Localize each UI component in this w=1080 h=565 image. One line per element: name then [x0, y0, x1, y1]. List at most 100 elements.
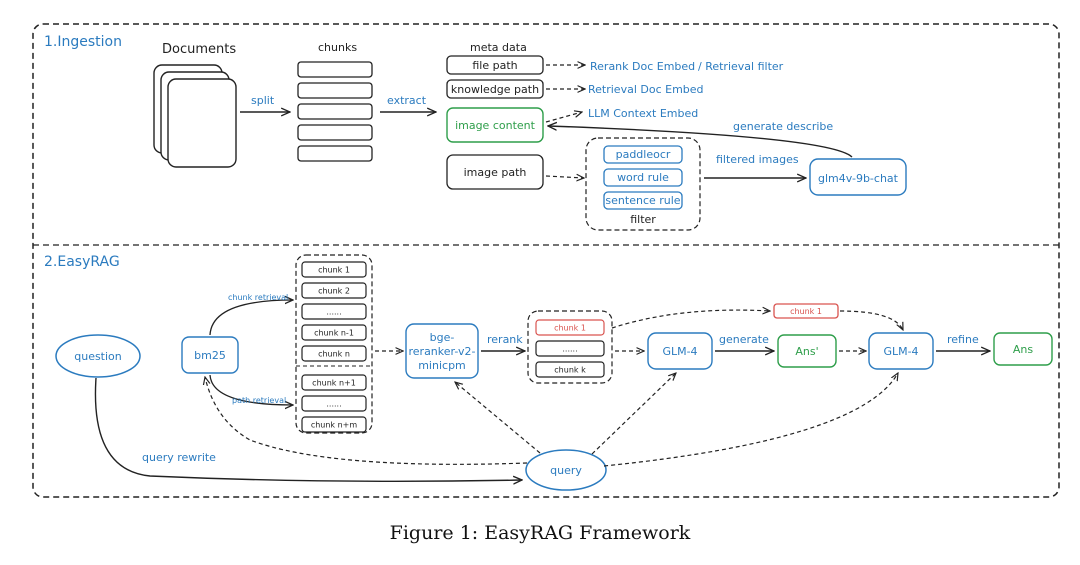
retrieval-filter-label: / Retrieval filter — [698, 60, 784, 73]
ans-prime-box — [777, 334, 837, 368]
chunk-list-b: chunk n+1...... chunk n+m — [301, 374, 367, 433]
generate-describe-arrow — [548, 126, 853, 158]
split-label: split — [251, 94, 275, 107]
chunk-a-box — [301, 282, 367, 299]
chunk-a-label: chunk n — [318, 350, 350, 359]
filter-label: filter — [630, 213, 656, 226]
chunk-a-label: ...... — [326, 308, 341, 317]
paddleocr-box — [603, 145, 683, 164]
rerank-chunk-label: chunk k — [554, 366, 586, 375]
top-chunk-arrow-in — [611, 310, 770, 329]
meta-data-label: meta data — [470, 41, 527, 54]
image-path-arrow — [545, 176, 584, 178]
section-title-easyrag: 2.EasyRAG — [44, 254, 120, 270]
ans-text: Ans — [1013, 343, 1033, 356]
query-node — [525, 449, 607, 491]
knowledge-path-box — [446, 79, 544, 99]
outer-frame — [32, 23, 1060, 498]
reranker-box — [405, 323, 479, 379]
chunk-a-label: chunk 1 — [318, 266, 350, 275]
query-to-glm4-b-arrow — [603, 373, 898, 467]
rerank-label: rerank — [487, 333, 523, 346]
glm4-b-text: GLM-4 — [883, 345, 918, 358]
rerank-chunk-list: chunk 1...... chunk k — [535, 319, 605, 378]
top-chunk-box — [773, 303, 839, 319]
path-retrieval-label: path retrieval — [232, 396, 286, 405]
glm4v-text: glm4v-9b-chat — [818, 172, 899, 185]
chunk-b-label: chunk n+m — [311, 421, 358, 430]
chunk-a-box — [301, 261, 367, 278]
reranker-line-2: reranker-v2- — [409, 345, 476, 358]
question-node — [55, 334, 141, 378]
query-text: query — [550, 464, 582, 477]
word-rule-box — [603, 168, 683, 187]
path-retrieval-arrow — [209, 374, 293, 405]
chunk-a-box — [301, 324, 367, 341]
documents-label: Documents — [162, 42, 236, 57]
chunk-b-label: ...... — [326, 400, 341, 409]
query-to-reranker-arrow — [455, 382, 541, 454]
bm25-text: bm25 — [194, 349, 226, 362]
ans-box — [993, 332, 1053, 366]
rerank-chunk-box — [535, 319, 605, 336]
glm4-a-text: GLM-4 — [662, 345, 697, 358]
documents-icon — [153, 64, 237, 168]
chunk-b-box — [301, 416, 367, 433]
refine-label: refine — [947, 333, 979, 346]
file-path-box — [446, 55, 544, 75]
image-path-box — [446, 154, 544, 190]
image-content-arrow — [545, 112, 582, 123]
query-to-bm25-arrow — [205, 377, 528, 465]
query-rewrite-label: query rewrite — [142, 451, 216, 464]
chunk-retrieval-label: chunk retrieval — [228, 293, 288, 302]
filter-group — [585, 137, 701, 231]
extract-label: extract — [387, 94, 427, 107]
rerank-doc-embed-label: Rerank Doc Embed — [590, 60, 695, 73]
image-content-text: image content — [455, 119, 536, 132]
chunks-label: chunks — [318, 41, 357, 54]
llm-context-embed-label: LLM Context Embed — [588, 107, 698, 120]
reranker-line-3: minicpm — [418, 359, 466, 372]
query-to-glm4-a-arrow — [591, 373, 676, 455]
glm4-b-box — [868, 332, 934, 370]
sentence-rule-box — [603, 191, 683, 210]
easyrag-framework-diagram: 1.Ingestion 2.EasyRAG Documents split ch… — [32, 23, 1060, 498]
glm4v-box — [809, 158, 907, 196]
chunk-a-label: chunk 2 — [318, 287, 350, 296]
rerank-chunk-label: chunk 1 — [554, 324, 586, 333]
section-title-ingestion: 1.Ingestion — [44, 34, 122, 50]
image-content-box — [446, 107, 544, 143]
reranker-line-1: bge- — [430, 331, 455, 344]
top-chunk-text: chunk 1 — [790, 307, 822, 316]
paddleocr-text: paddleocr — [616, 148, 671, 161]
chunk-b-label: chunk n+1 — [312, 379, 356, 388]
chunk-b-box — [301, 374, 367, 391]
filtered-images-label: filtered images — [716, 153, 799, 166]
glm4-a-box — [647, 332, 713, 370]
word-rule-text: word rule — [617, 171, 669, 184]
generate-describe-label: generate describe — [733, 120, 833, 133]
rerank-chunk-label: ...... — [562, 345, 577, 354]
chunk-retrieval-arrow — [209, 300, 293, 336]
top-chunk-arrow-out — [839, 310, 903, 330]
rerank-chunk-box — [535, 361, 605, 378]
ans-prime-text: Ans' — [795, 345, 818, 358]
file-path-text: file path — [472, 59, 517, 72]
figure-caption: Figure 1: EasyRAG Framework — [389, 522, 691, 544]
rerank-chunks-group — [527, 310, 613, 384]
knowledge-path-text: knowledge path — [451, 83, 539, 96]
bm25-box — [181, 336, 239, 374]
query-rewrite-arrow — [94, 377, 522, 481]
chunk-b-box — [301, 395, 367, 412]
chunk-a-label: chunk n-1 — [314, 329, 354, 338]
chunk-a-box — [301, 303, 367, 320]
retrieval-doc-embed-label: Retrieval Doc Embed — [588, 83, 704, 96]
generate-label: generate — [719, 333, 769, 346]
question-text: question — [74, 350, 122, 363]
retrieved-chunks-group — [295, 254, 373, 434]
image-path-text: image path — [464, 166, 527, 179]
chunk-stack — [297, 61, 373, 162]
sentence-rule-text: sentence rule — [605, 194, 680, 207]
chunk-a-box — [301, 345, 367, 362]
chunk-list-a: chunk 1 chunk 2...... chunk n-1 chunk n — [301, 261, 367, 362]
